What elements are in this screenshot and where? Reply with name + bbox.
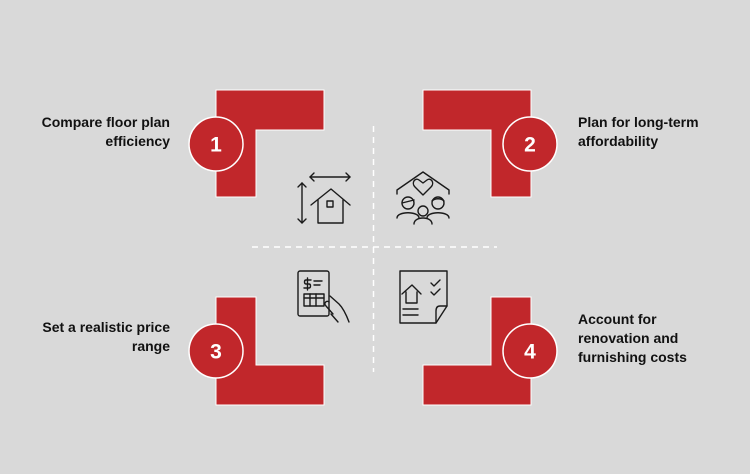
step-3-label: Set a realistic price range (20, 318, 170, 356)
step-4-number: 4 (524, 341, 536, 364)
step-3-badge: 3 (188, 323, 244, 379)
step-2-badge: 2 (502, 116, 558, 172)
dashed-dividers (252, 126, 497, 372)
step-4-badge: 4 (502, 323, 558, 379)
step-1-label-line-1: Compare floor plan (41, 114, 170, 130)
step-4-label-line-1: Account for (578, 311, 657, 327)
step-3-label-line-2: range (131, 338, 170, 354)
house-dimensions-icon (297, 172, 351, 224)
step-3-shape (215, 296, 325, 406)
step-3-label-line-1: Set a realistic price (42, 319, 170, 335)
step-1-number: 1 (210, 134, 222, 157)
step-1-label: Compare floor plan efficiency (20, 113, 170, 151)
step-2-label-line-2: affordability (578, 133, 659, 149)
step-2-shape (422, 89, 532, 198)
step-2-label-line-1: Plan for long-term (578, 114, 699, 130)
step-1-badge: 1 (188, 116, 244, 172)
price-sheet-in-hand-icon (297, 270, 350, 323)
step-1-label-line-2: efficiency (105, 133, 170, 149)
house-checklist-document-icon (399, 270, 448, 324)
family-home-heart-icon (396, 171, 450, 225)
step-2-label: Plan for long-term affordability (578, 113, 738, 151)
step-4-label-line-3: furnishing costs (578, 349, 687, 365)
step-1-shape (215, 89, 325, 198)
step-2-number: 2 (524, 134, 536, 157)
step-3-number: 3 (210, 341, 222, 364)
step-4-shape (422, 296, 532, 406)
step-4-label-line-2: renovation and (578, 330, 679, 346)
step-4-label: Account for renovation and furnishing co… (578, 310, 738, 367)
